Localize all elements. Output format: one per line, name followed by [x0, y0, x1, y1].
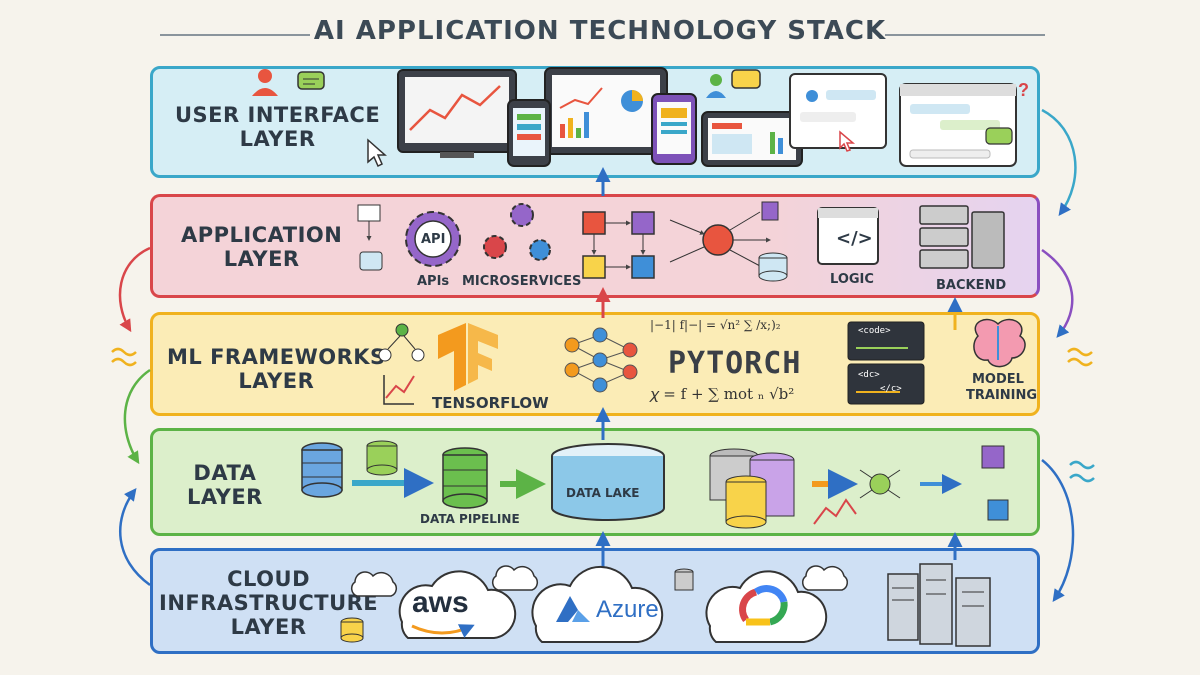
apis-label: APIs	[417, 274, 450, 289]
microservices-label: MICROSERVICES	[462, 274, 582, 289]
user-interface-layer-title: USER INTERFACE LAYER	[175, 103, 380, 151]
microservice-blocks-icon	[582, 211, 655, 279]
graph-nodes-icon	[378, 323, 425, 362]
model-label: MODEL	[972, 372, 1024, 387]
cloud-infrastructure-layer-title-line2: INFRASTRUCTURE	[159, 591, 379, 615]
google-cloud-icon	[705, 570, 828, 643]
database-icon-green-small	[366, 440, 398, 476]
code-window-icon	[817, 207, 879, 265]
workflow-icon	[357, 204, 383, 271]
api-gear-icon	[405, 211, 461, 267]
phone-icon	[507, 99, 551, 167]
cloud-infrastructure-layer-title-line1: CLOUD	[227, 567, 311, 591]
code-end-tag: </c>	[880, 384, 902, 394]
trend-chart-icon	[383, 375, 415, 405]
data-pipeline-label: DATA PIPELINE	[420, 512, 520, 526]
chat-icon-yellow	[731, 69, 761, 89]
data-lake-label: DATA LAKE	[566, 486, 640, 500]
training-label: TRAINING	[966, 388, 1038, 403]
data-layer-title-line1: DATA	[193, 461, 257, 485]
chat-icon	[297, 71, 325, 90]
chat-window-icon	[789, 73, 887, 152]
gear-icon	[483, 203, 551, 261]
page-title: AI APPLICATION TECHNOLOGY STACK	[313, 16, 887, 46]
user-interface-layer-title-line1: USER INTERFACE	[175, 103, 381, 127]
database-icon-blue	[301, 442, 343, 498]
code-editor-icons	[847, 321, 925, 405]
tensorflow-logo	[438, 323, 498, 391]
pytorch-label: PYTORCH	[668, 346, 802, 381]
tensorflow-label: TENSORFLOW	[432, 394, 549, 412]
question-mark-icon: ?	[1018, 80, 1029, 100]
data-lake-icon	[551, 443, 665, 521]
data-layer-title: DATA LAYER	[187, 461, 263, 509]
database-stack-icon	[709, 448, 795, 529]
tablet-icon	[544, 67, 668, 155]
server-icon	[919, 205, 1005, 269]
title-rule-right	[885, 34, 1045, 36]
backend-label: BACKEND	[936, 278, 1007, 293]
ml-frameworks-layer-title-line2: LAYER	[238, 369, 315, 393]
database-icon-small	[340, 617, 364, 643]
application-layer-title-line1: APPLICATION	[181, 223, 343, 247]
database-icon	[758, 252, 788, 282]
data-layer-title-line2: LAYER	[187, 485, 263, 509]
title-area: AI APPLICATION TECHNOLOGY STACK	[0, 8, 1200, 52]
ml-frameworks-layer-title: ML FRAMEWORKS LAYER	[167, 345, 386, 393]
mini-chart-icon	[813, 498, 857, 525]
browser-window-icon	[899, 83, 1017, 167]
application-layer: APPLICATION LAYER	[150, 194, 1040, 298]
tablet-icon-small	[701, 111, 803, 167]
cloud-icon	[351, 565, 848, 597]
chip-icon	[859, 445, 1009, 521]
svg-text:?: ?	[1018, 80, 1029, 100]
code-tag-2: <dc>	[858, 370, 880, 380]
cursor-icon	[367, 138, 387, 168]
formula-top: |−1| f|−| = √n² ∑ /x;)₂	[650, 318, 781, 332]
side-flow-arrows	[111, 108, 1095, 603]
user-icon-green	[706, 74, 726, 98]
aws-cloud-icon	[398, 570, 517, 639]
application-layer-title: APPLICATION LAYER	[181, 223, 342, 271]
cube-icon	[761, 201, 779, 221]
user-interface-layer-title-line2: LAYER	[239, 127, 316, 151]
neural-network-icon	[564, 327, 638, 393]
formula-bottom: 𝜒 = f + ∑ mot ₙ √b²	[650, 385, 795, 403]
code-symbol-label: </>	[836, 228, 873, 249]
center-flow-arrows	[595, 167, 963, 568]
logic-label: LOGIC	[830, 272, 874, 287]
api-badge-label: API	[421, 232, 446, 247]
application-layer-title-line2: LAYER	[223, 247, 300, 271]
aws-label: aws	[412, 586, 469, 619]
title-rule-left	[160, 34, 310, 36]
code-tag-1: <code>	[858, 326, 891, 336]
cloud-infrastructure-layer-title: CLOUD INFRASTRUCTURE LAYER	[159, 567, 378, 639]
azure-label: Azure	[596, 596, 659, 623]
brain-icon	[973, 318, 1026, 368]
azure-cloud-icon	[531, 565, 664, 643]
storage-icon	[674, 568, 694, 591]
monitor-icon	[397, 69, 517, 158]
server-rack-icon	[887, 563, 991, 647]
database-icon-green	[442, 447, 488, 509]
phone-icon-purple	[651, 93, 697, 165]
cloud-infrastructure-layer-title-line3: LAYER	[230, 615, 307, 639]
hub-node-icon	[669, 211, 771, 267]
user-icon	[252, 69, 278, 96]
ml-frameworks-layer-title-line1: ML FRAMEWORKS	[167, 345, 386, 369]
